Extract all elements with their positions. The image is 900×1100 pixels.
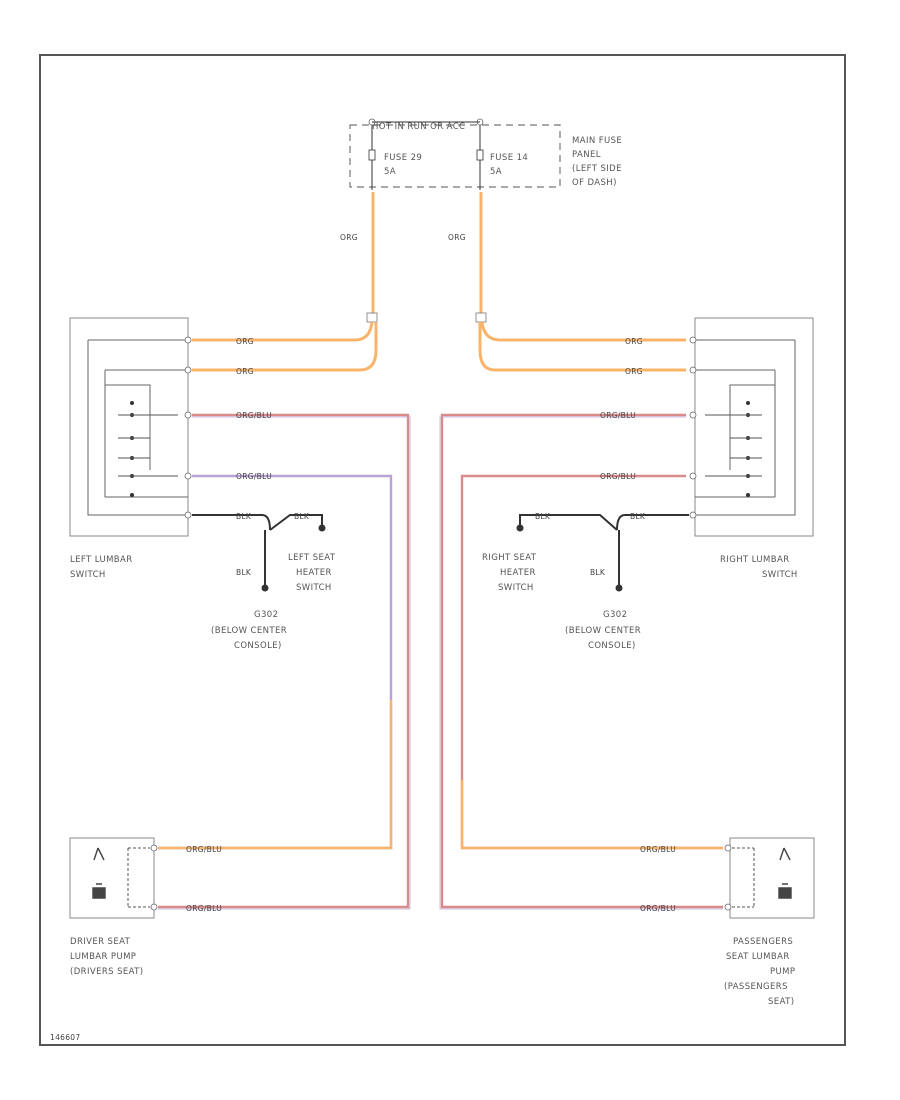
feed-wire-left: ORG	[340, 192, 375, 315]
left-orgblu-wire-outer: ORG/BLU ORG/BLU	[158, 411, 411, 913]
right-ground-label-1: G302	[603, 610, 627, 620]
passenger-pump-label-1: PASSENGERS	[733, 937, 793, 947]
fuse-panel-header: HOT IN RUN OR ACC	[372, 122, 465, 132]
fuse-panel-name-1: MAIN FUSE	[572, 136, 622, 146]
right-org-label-1: ORG	[625, 337, 643, 346]
left-seat-heater-label-3: SWITCH	[296, 583, 332, 593]
left-org-wires: ORG ORG	[192, 321, 378, 376]
left-ground-label-2: (BELOW CENTER	[211, 626, 287, 636]
left-seat-heater-label-1: LEFT SEAT	[288, 553, 336, 563]
left-org-label-1: ORG	[236, 337, 254, 346]
main-fuse-panel: HOT IN RUN OR ACC FUSE 29 5A FUSE 14 5A …	[349, 118, 622, 190]
right-orgblu-label-1: ORG/BLU	[600, 411, 636, 420]
left-lumbar-switch-label-1: LEFT LUMBAR	[70, 555, 133, 565]
left-lumbar-switch-label-2: SWITCH	[70, 570, 106, 580]
right-lumbar-switch: RIGHT LUMBAR SWITCH	[689, 317, 814, 580]
right-seat-heater-label-1: RIGHT SEAT	[482, 553, 537, 563]
figure-id: 146607	[50, 1033, 80, 1042]
right-lumbar-switch-label-1: RIGHT LUMBAR	[720, 555, 790, 565]
right-heater-blk-2: BLK	[630, 512, 646, 521]
right-ground-blk: BLK	[590, 568, 606, 577]
left-seat-heater-switch: BLK BLK LEFT SEAT HEATER SWITCH	[192, 512, 336, 593]
passenger-pump-label-4: (PASSENGERS	[724, 982, 788, 992]
passenger-pump-label-3: PUMP	[770, 967, 795, 977]
right-orgblu-wire-inner: ORG/BLU ORG/BLU	[460, 472, 723, 854]
left-org-label-2: ORG	[236, 367, 254, 376]
left-lumbar-switch: LEFT LUMBAR SWITCH	[69, 317, 192, 580]
fuse-panel-name-4: OF DASH)	[572, 178, 617, 188]
right-lumbar-switch-label-2: SWITCH	[762, 570, 798, 580]
fuse-14-amp: 5A	[490, 167, 502, 177]
left-orgblu-label-1: ORG/BLU	[236, 411, 272, 420]
right-org-wires: ORG ORG	[478, 321, 686, 376]
fuse-14-label: FUSE 14	[490, 153, 528, 163]
right-ground-label-2: (BELOW CENTER	[565, 626, 641, 636]
right-orgblu-wire-outer: ORG/BLU ORG/BLU	[439, 411, 723, 913]
left-heater-blk-2: BLK	[294, 512, 310, 521]
fuse-29-amp: 5A	[384, 167, 396, 177]
right-org-label-2: ORG	[625, 367, 643, 376]
left-seat-heater-label-2: HEATER	[296, 568, 332, 578]
diagram-frame	[39, 54, 846, 1046]
driver-pump-label-1: DRIVER SEAT	[70, 937, 131, 947]
feed-wire-left-label: ORG	[340, 233, 358, 242]
left-ground-label-3: CONSOLE)	[234, 641, 282, 651]
right-orgblu-label-3: ORG/BLU	[640, 904, 676, 913]
left-orgblu-label-2: ORG/BLU	[236, 472, 272, 481]
feed-wire-right-label: ORG	[448, 233, 466, 242]
right-orgblu-label-2: ORG/BLU	[600, 472, 636, 481]
driver-seat-lumbar-pump: DRIVER SEAT LUMBAR PUMP (DRIVERS SEAT)	[69, 837, 158, 977]
ground-g302-left: BLK G302 (BELOW CENTER CONSOLE)	[211, 530, 287, 651]
fuse-14: FUSE 14 5A	[476, 118, 528, 190]
right-orgblu-label-4: ORG/BLU	[640, 845, 676, 854]
splice-left	[366, 312, 378, 323]
driver-pump-label-2: LUMBAR PUMP	[70, 952, 136, 962]
left-orgblu-label-3: ORG/BLU	[186, 904, 222, 913]
left-ground-blk: BLK	[236, 568, 252, 577]
fuse-29-label: FUSE 29	[384, 153, 422, 163]
ground-g302-right: BLK G302 (BELOW CENTER CONSOLE)	[565, 530, 641, 651]
fuse-panel-name-3: (LEFT SIDE	[572, 164, 622, 174]
right-heater-blk-1: BLK	[535, 512, 551, 521]
passenger-pump-label-5: SEAT)	[768, 997, 794, 1007]
fuse-29: FUSE 29 5A	[368, 118, 422, 190]
left-orgblu-label-4: ORG/BLU	[186, 845, 222, 854]
feed-wire-right: ORG	[448, 192, 483, 315]
passenger-seat-lumbar-pump: PASSENGERS SEAT LUMBAR PUMP (PASSENGERS …	[724, 837, 815, 1007]
splice-right	[475, 312, 487, 323]
left-ground-label-1: G302	[254, 610, 278, 620]
right-seat-heater-switch: BLK BLK RIGHT SEAT HEATER SWITCH	[482, 512, 689, 593]
right-seat-heater-label-2: HEATER	[500, 568, 536, 578]
passenger-pump-label-2: SEAT LUMBAR	[726, 952, 790, 962]
right-seat-heater-label-3: SWITCH	[498, 583, 534, 593]
driver-pump-label-3: (DRIVERS SEAT)	[70, 967, 144, 977]
right-ground-label-3: CONSOLE)	[588, 641, 636, 651]
left-orgblu-wire-inner: ORG/BLU ORG/BLU	[158, 472, 393, 854]
fuse-panel-name-2: PANEL	[572, 150, 601, 160]
left-heater-blk-1: BLK	[236, 512, 252, 521]
